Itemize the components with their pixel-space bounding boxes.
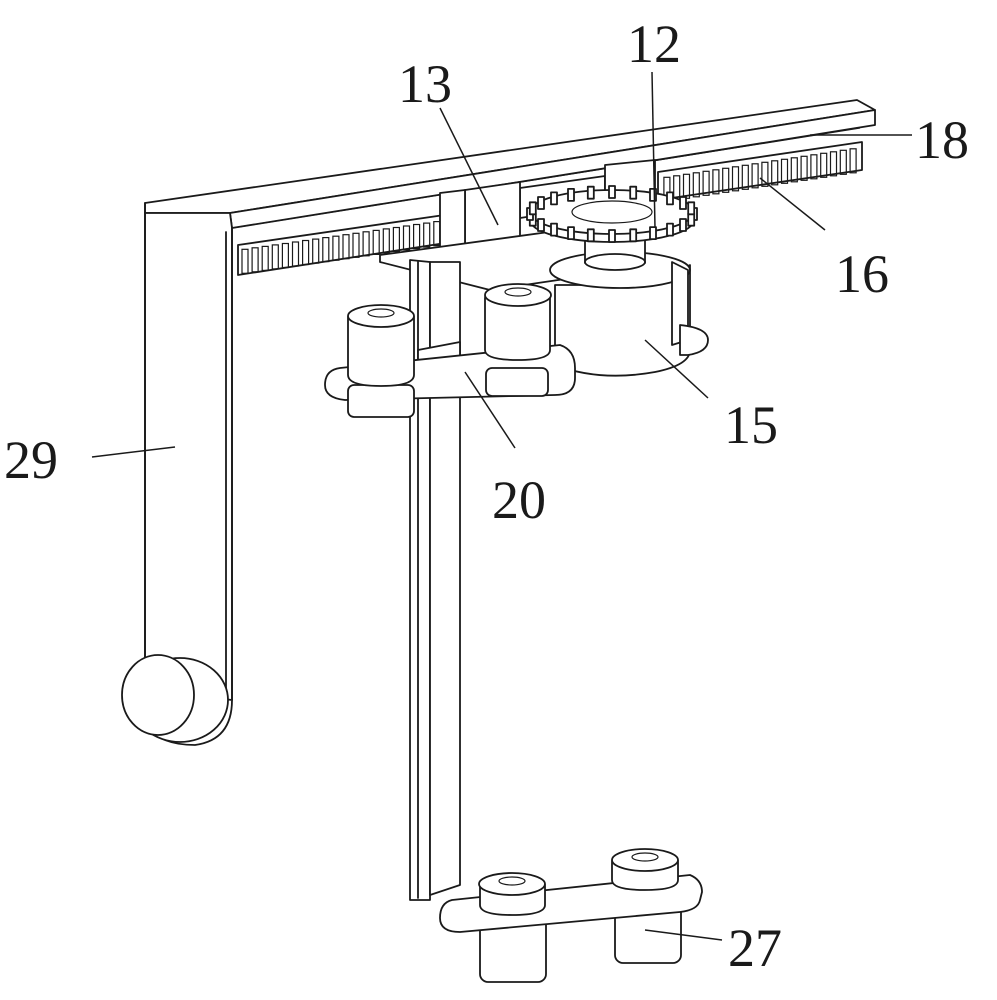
gear-tooth (528, 201, 537, 216)
rack-tooth (849, 148, 857, 174)
top-beam (144, 99, 876, 229)
rack-tooth (261, 245, 269, 271)
rack-tooth (322, 237, 330, 263)
rack-tooth (352, 232, 360, 258)
gear-tooth (649, 226, 657, 241)
rack-tooth (423, 222, 431, 248)
rack-tooth (741, 164, 749, 190)
gear-tooth (679, 196, 687, 210)
side-arm (121, 202, 233, 746)
rack-tooth (712, 169, 720, 195)
rack-tooth (302, 239, 310, 266)
label-18: 18 (915, 110, 969, 170)
label-27: 27 (728, 918, 782, 978)
rack-tooth (780, 158, 789, 184)
rack-tooth (251, 247, 259, 273)
rack-tooth (271, 244, 279, 270)
rack-tooth (281, 242, 289, 269)
gear-tooth (629, 185, 638, 200)
gear-tooth (679, 218, 687, 232)
roller-top-right (611, 848, 679, 891)
gear-tooth (649, 187, 657, 202)
rack-tooth (413, 223, 421, 250)
rack-tooth (722, 167, 730, 193)
gear-tooth (608, 229, 616, 243)
reference-numerals: 12 13 18 16 15 20 29 27 (4, 14, 969, 978)
gear-tooth (586, 228, 595, 243)
gear-tooth (687, 212, 696, 227)
lower-plate (439, 848, 703, 983)
rack-tooth (829, 151, 838, 177)
rack-tooth (800, 155, 808, 181)
rack-tooth (372, 229, 380, 255)
rack-tooth (241, 248, 249, 274)
gear-tooth (550, 191, 558, 206)
rack-tooth (402, 225, 411, 251)
gear-tooth (629, 228, 638, 243)
gear-tooth (567, 187, 575, 202)
roller-top-left (478, 872, 546, 916)
rack-tooth (731, 166, 740, 192)
rack-tooth (820, 152, 828, 178)
upper-plate (324, 283, 709, 418)
rack-tooth (382, 228, 390, 254)
gear-tooth (586, 185, 595, 200)
label-29: 29 (4, 430, 58, 490)
gear-tooth (666, 222, 674, 237)
leader-lines (91, 71, 912, 941)
rack-tooth (312, 238, 320, 264)
roller-left (347, 304, 415, 418)
label-13: 13 (398, 54, 452, 114)
gear-tooth (567, 226, 575, 241)
rack-tooth (362, 231, 370, 257)
label-20: 20 (492, 470, 546, 530)
rack-tooth (392, 226, 400, 253)
gear-tooth (537, 196, 545, 210)
rack-tooth (771, 160, 779, 186)
gear-tooth (666, 191, 674, 206)
rack-tooth (332, 235, 340, 261)
drive-gear (526, 185, 698, 271)
label-16: 16 (835, 244, 889, 304)
rack-tooth (291, 241, 300, 267)
rack-tooth (342, 234, 350, 260)
rack-tooth (761, 161, 769, 187)
gear-tooth (687, 201, 696, 216)
roller-mid (484, 283, 552, 397)
rack-tooth (692, 172, 700, 198)
rack-tooth (839, 149, 847, 175)
rack-tooth (790, 157, 798, 183)
rack-tooth (702, 170, 710, 196)
rack-tooth (810, 154, 818, 180)
label-15: 15 (724, 395, 778, 455)
gear-tooth (537, 218, 545, 232)
gear-tooth (608, 185, 616, 199)
label-12: 12 (627, 14, 681, 74)
rack-tooth (751, 163, 759, 189)
gear-tooth (550, 222, 558, 237)
